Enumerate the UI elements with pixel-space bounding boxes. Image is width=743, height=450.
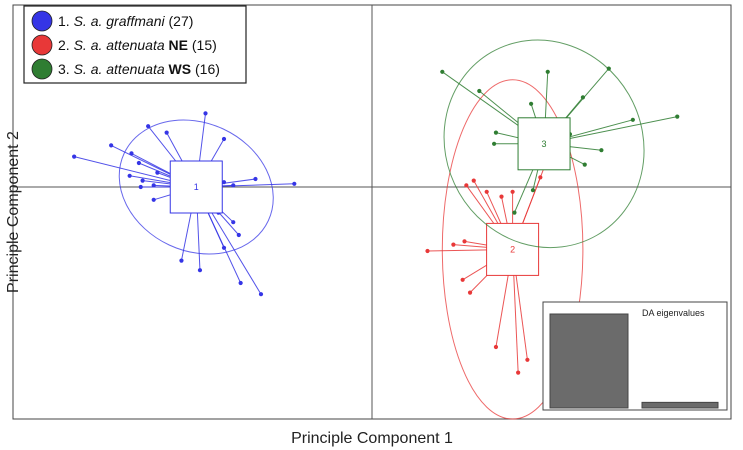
group-2-point xyxy=(493,344,499,350)
group-2-centroid-box xyxy=(486,222,540,276)
x-axis-label: Principle Component 1 xyxy=(291,430,453,447)
group-1-ellipse xyxy=(118,119,274,255)
legend-entry-3: 3. S. a. attenuata WS (16) xyxy=(58,61,220,77)
legend-frame xyxy=(23,5,247,84)
group-3-point xyxy=(440,69,445,74)
group-3-point xyxy=(492,141,497,146)
group-2-point xyxy=(499,194,504,199)
group-1-point xyxy=(258,292,264,297)
group-1-point xyxy=(231,220,236,225)
legend: 1. S. a. graffmani (27) 2. S. a. attenuat… xyxy=(23,5,247,84)
group-3-point xyxy=(582,162,587,167)
group-2-point xyxy=(462,239,467,244)
group-1-point xyxy=(138,184,143,190)
group-1-point xyxy=(221,136,227,142)
group-1-point xyxy=(221,245,227,250)
group-3-point xyxy=(530,188,536,193)
legend-marker xyxy=(31,10,53,32)
group-1-point xyxy=(231,183,236,188)
group-2-point xyxy=(525,357,530,362)
group-2-point xyxy=(516,370,521,375)
group-2-point xyxy=(538,175,543,180)
group-3-point xyxy=(477,88,482,94)
group-3-ellipse xyxy=(443,39,645,249)
group-3-point xyxy=(675,114,680,119)
group-1-point xyxy=(155,170,160,175)
group-1-point xyxy=(221,180,227,185)
eigenvalue-inset: DA eigenvalues xyxy=(542,301,728,411)
legend-marker xyxy=(31,34,53,56)
group-1-point xyxy=(197,268,203,273)
group-1-point xyxy=(72,154,77,159)
group-1-point xyxy=(164,130,169,135)
group-1-centroid-label: 1 xyxy=(194,182,199,192)
inset-title: DA eigenvalues xyxy=(642,308,705,318)
group-1-point xyxy=(136,160,141,166)
y-axis-label: Principle Component 2 xyxy=(5,131,22,293)
group-1-point xyxy=(140,178,145,183)
group-1-point xyxy=(253,176,258,182)
group-3-centroid-label: 3 xyxy=(542,139,547,149)
group-3-point xyxy=(580,95,586,100)
group-3-point xyxy=(529,101,534,106)
group-1-point xyxy=(151,197,156,202)
legend-entry-2: 2. S. a. attenuata NE (15) xyxy=(58,37,217,53)
group-2-point xyxy=(460,277,465,282)
group-1-point xyxy=(127,173,132,178)
group-3-point xyxy=(493,130,499,135)
group-1-point xyxy=(238,280,243,286)
group-2-point xyxy=(471,178,476,183)
group-3: 3 xyxy=(440,39,680,249)
group-2-point xyxy=(425,248,430,254)
group-2-point xyxy=(510,189,515,194)
group-3-point xyxy=(512,210,517,215)
group-1-point xyxy=(292,181,297,186)
group-1-centroid-box xyxy=(169,160,223,214)
group-1-point xyxy=(236,232,241,238)
group-3-point xyxy=(630,117,635,122)
group-2-ellipse xyxy=(441,79,584,420)
group-2-point xyxy=(467,290,473,295)
legend-marker xyxy=(31,58,53,80)
group-1-point xyxy=(109,143,114,148)
group-2-point xyxy=(464,183,469,188)
eigenvalue-bar xyxy=(641,401,719,409)
group-1-point xyxy=(203,111,208,116)
group-2-centroid-label: 2 xyxy=(510,244,515,254)
legend-entry-1: 1. S. a. graffmani (27) xyxy=(58,13,193,29)
group-2-point xyxy=(451,242,456,247)
group-2-point xyxy=(484,189,489,194)
group-1-point xyxy=(129,151,134,156)
group-1: 1 xyxy=(72,111,297,297)
group-3-point xyxy=(606,66,611,71)
group-1-point xyxy=(179,258,184,263)
group-3-point xyxy=(599,148,604,153)
group-3-point xyxy=(545,69,550,74)
group-3-centroid-box xyxy=(517,117,571,171)
group-1-point xyxy=(151,183,156,188)
group-1-point xyxy=(146,124,151,129)
eigenvalue-bar xyxy=(549,313,629,409)
